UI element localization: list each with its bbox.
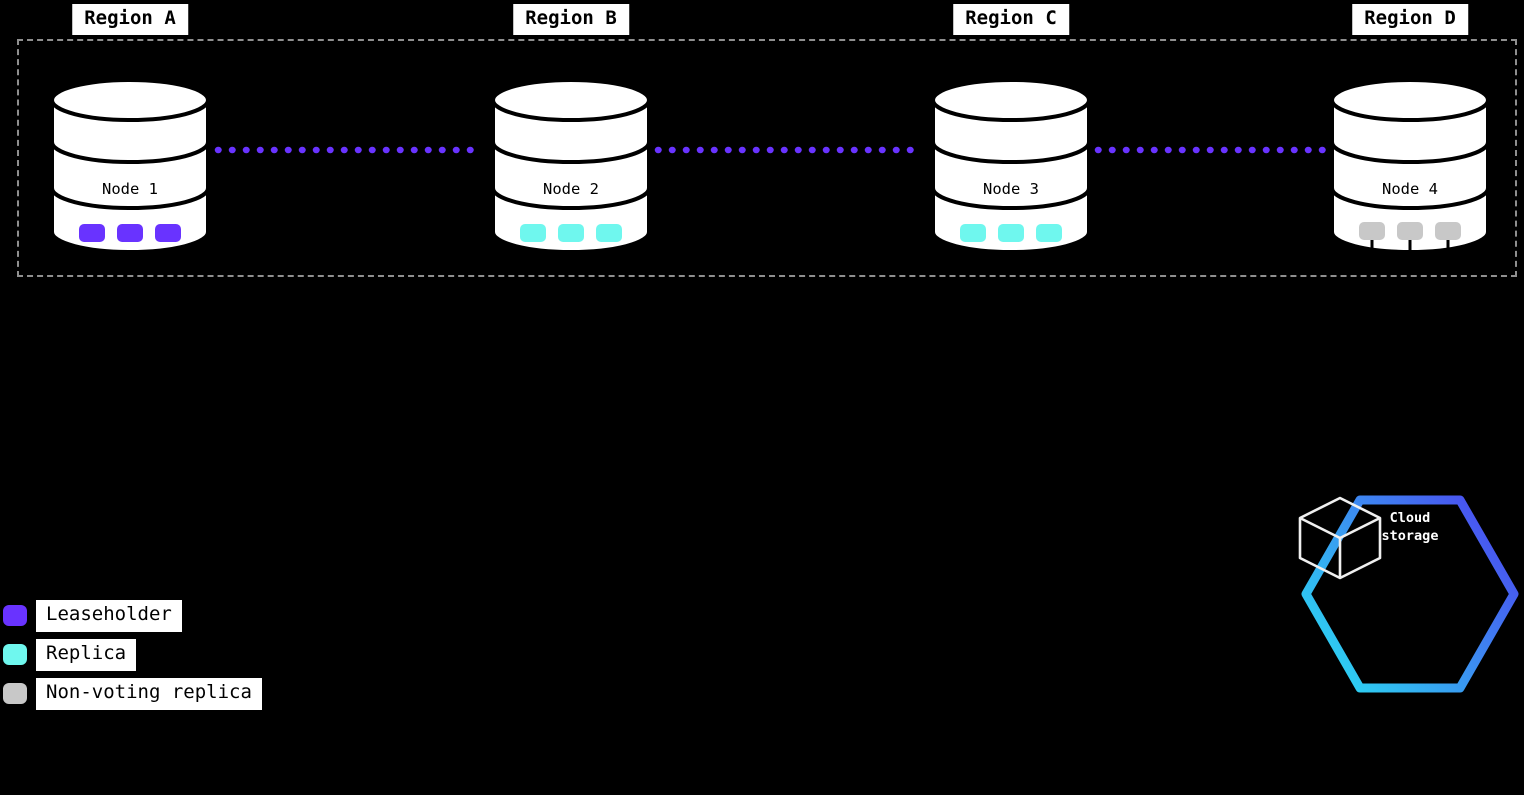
- node3-label: Node 3: [983, 180, 1039, 198]
- cluster-boundary: [17, 39, 1517, 277]
- leaseholder-range-square: [155, 224, 181, 242]
- cloud-storage-label: Cloud storage: [1381, 510, 1439, 544]
- cylinder-body: [50, 100, 210, 254]
- region-label-b: Region B: [513, 4, 629, 35]
- region-label-c: Region C: [953, 4, 1069, 35]
- replica-range-square: [998, 224, 1024, 242]
- node3-cylinder: Node 3: [931, 78, 1091, 254]
- legend-item-leaseholder: Leaseholder: [2, 600, 182, 632]
- node4-cylinder: Node 4: [1330, 78, 1490, 258]
- replica-range-square: [1036, 224, 1062, 242]
- cylinder-top: [50, 78, 210, 122]
- non-voting-range-square: [1435, 222, 1461, 240]
- cylinder-divider: [491, 141, 651, 164]
- legend-item-non-voting-replica: Non-voting replica: [2, 678, 262, 710]
- non-voting-range-square: [1397, 222, 1423, 240]
- replica-range-square: [520, 224, 546, 242]
- region-label-a: Region A: [72, 4, 188, 35]
- cylinder-divider: [931, 187, 1091, 210]
- cloud-storage: Cloud storage: [1296, 490, 1524, 698]
- node1-cylinder: Node 1: [50, 78, 210, 254]
- replica-swatch-icon: [3, 644, 27, 666]
- replica-range-square: [960, 224, 986, 242]
- cylinder-top: [491, 78, 651, 122]
- cylinder-divider: [50, 141, 210, 164]
- leaseholder-range-square: [79, 224, 105, 242]
- leaseholder-swatch-icon: [3, 605, 27, 627]
- legend-label-non-voting-replica: Non-voting replica: [36, 678, 262, 710]
- node4-label: Node 4: [1382, 180, 1438, 198]
- leaseholder-range-square: [117, 224, 143, 242]
- legend-label-replica: Replica: [36, 639, 137, 671]
- legend-label-leaseholder: Leaseholder: [36, 600, 182, 632]
- cylinder-body: [931, 100, 1091, 254]
- cube-icon: [1298, 496, 1382, 580]
- cylinder-divider: [1330, 141, 1490, 164]
- cylinder-divider: [931, 141, 1091, 164]
- cylinder-divider: [1330, 187, 1490, 210]
- replica-range-square: [558, 224, 584, 242]
- node1-label: Node 1: [102, 180, 158, 198]
- cylinder-divider: [50, 187, 210, 210]
- cloud-storage-hexagon: [1301, 495, 1519, 693]
- replica-range-square: [596, 224, 622, 242]
- node2-cylinder: Node 2: [491, 78, 651, 254]
- non-voting-range-square: [1359, 222, 1385, 240]
- non-voting-swatch-icon: [3, 683, 27, 705]
- node2-label: Node 2: [543, 180, 599, 198]
- cylinder-body: [491, 100, 651, 254]
- cylinder-divider: [491, 187, 651, 210]
- hexagon-outline: [1301, 495, 1519, 693]
- region-label-d: Region D: [1352, 4, 1468, 35]
- legend-item-replica: Replica: [2, 639, 137, 671]
- cylinder-top: [931, 78, 1091, 122]
- cylinder-top: [1330, 78, 1490, 122]
